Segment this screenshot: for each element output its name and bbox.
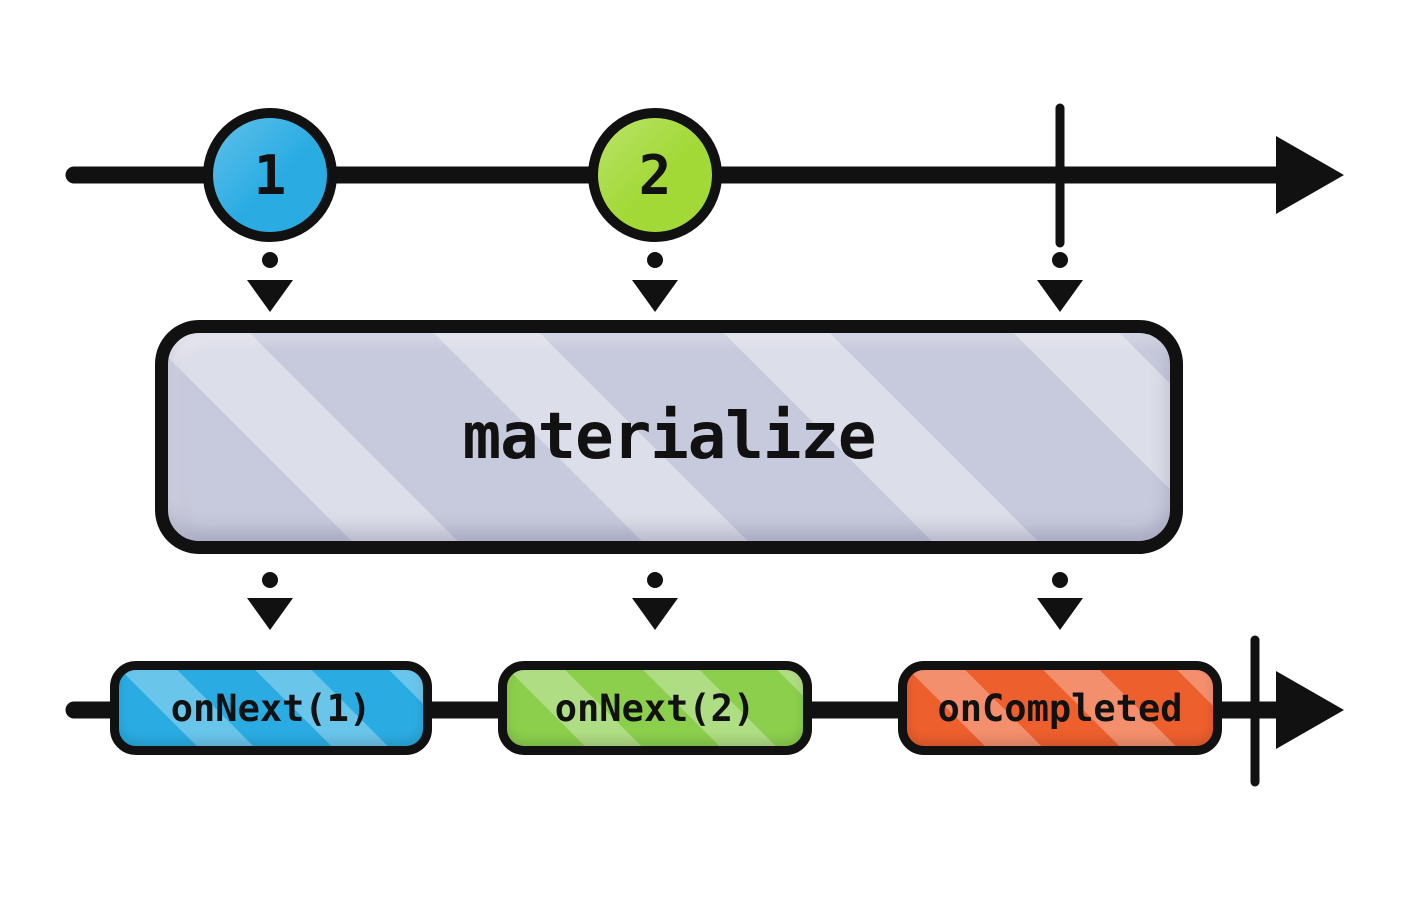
down-arrow-icon xyxy=(632,252,678,312)
down-arrow-icon xyxy=(1037,252,1083,312)
event-pill-onnext-2-label: onNext(2) xyxy=(554,686,756,730)
right-arrowhead-icon xyxy=(1276,671,1344,749)
marble-2-label: 2 xyxy=(638,143,672,207)
event-pill-oncompleted-label: onCompleted xyxy=(937,686,1183,730)
marble-1: 1 xyxy=(203,108,337,242)
down-arrow-icon xyxy=(632,572,678,630)
event-pill-onnext-2: onNext(2) xyxy=(498,661,812,755)
marble-1-label: 1 xyxy=(253,143,287,207)
right-arrowhead-icon xyxy=(1276,136,1344,214)
event-pill-onnext-1-label: onNext(1) xyxy=(170,686,372,730)
marble-2: 2 xyxy=(588,108,722,242)
down-arrow-icon xyxy=(247,572,293,630)
event-pill-oncompleted: onCompleted xyxy=(898,661,1222,755)
operator-box: materialize xyxy=(155,320,1183,554)
event-pill-onnext-1: onNext(1) xyxy=(110,661,432,755)
down-arrow-icon xyxy=(247,252,293,312)
operator-label: materialize xyxy=(462,400,877,474)
down-arrow-icon xyxy=(1037,572,1083,630)
